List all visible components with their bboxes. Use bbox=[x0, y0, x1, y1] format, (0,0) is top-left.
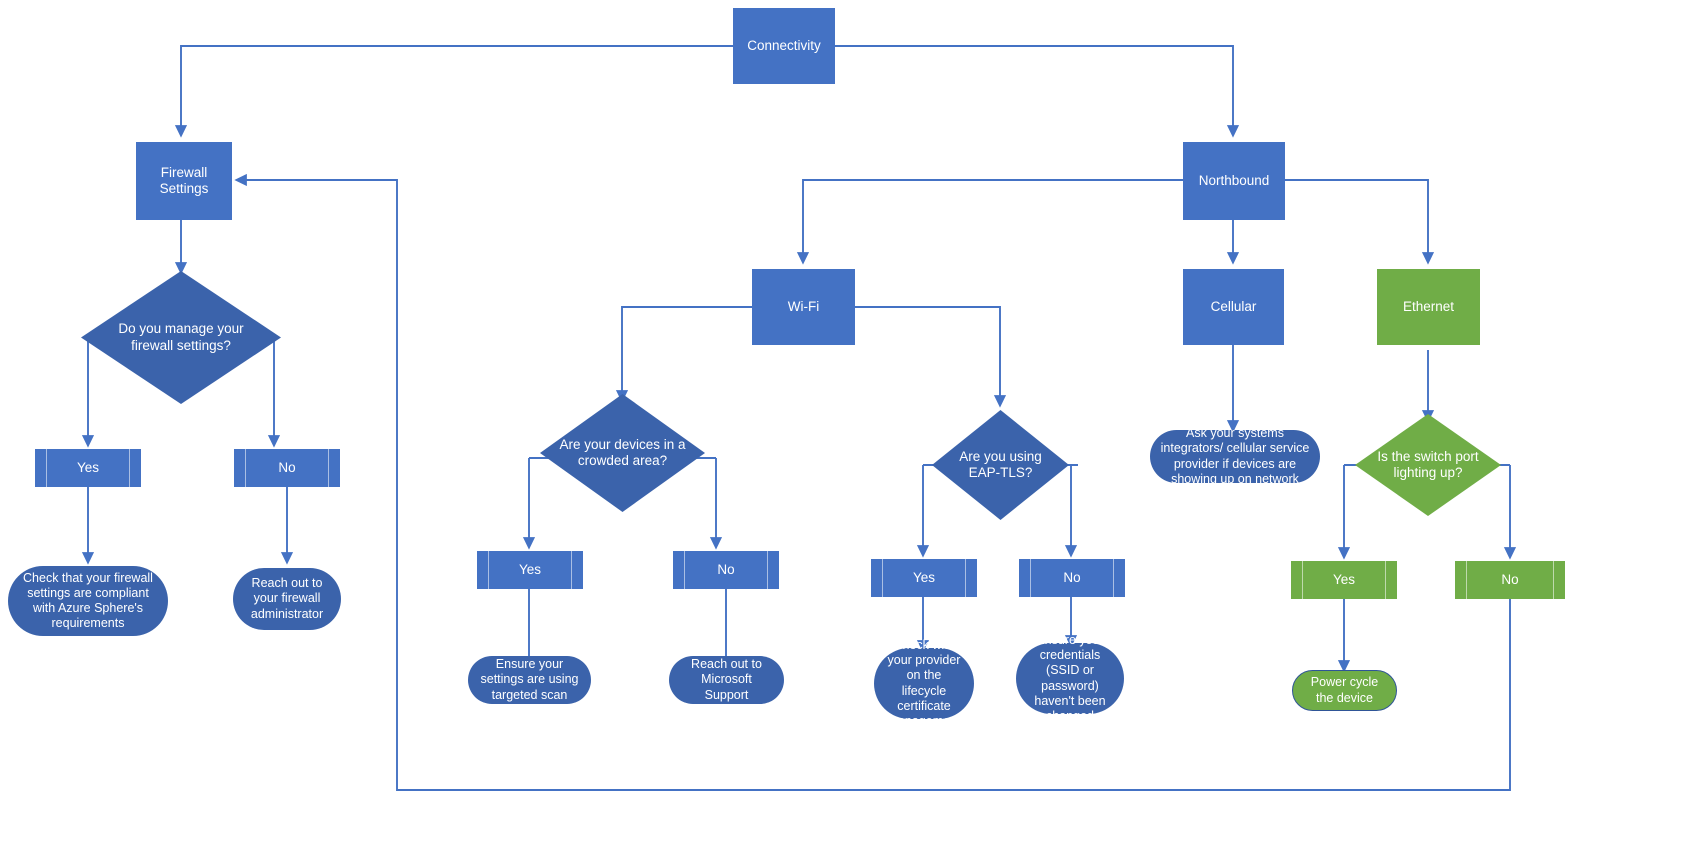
node-cellular[interactable]: Cellular bbox=[1183, 269, 1284, 345]
predef-bar-right-icon bbox=[1385, 561, 1386, 599]
diamond-shape-icon bbox=[932, 410, 1069, 520]
node-question-eaptls[interactable]: Are you using EAP-TLS? bbox=[932, 410, 1069, 520]
node-switchport-yes-label: Yes bbox=[1332, 571, 1356, 587]
node-eaptls-yes[interactable]: Yes bbox=[871, 559, 977, 597]
node-firewall-no[interactable]: No bbox=[234, 449, 340, 487]
node-eaptls-no-label: No bbox=[1063, 569, 1081, 585]
predef-bar-left-icon bbox=[46, 449, 47, 487]
node-firewall-yes[interactable]: Yes bbox=[35, 449, 141, 487]
node-northbound[interactable]: Northbound bbox=[1183, 142, 1285, 220]
node-firewall-no-label: No bbox=[278, 459, 296, 475]
predef-bar-right-icon bbox=[965, 559, 966, 597]
predef-bar-left-icon bbox=[245, 449, 246, 487]
node-ethernet-label: Ethernet bbox=[1402, 298, 1455, 314]
node-result-microsoft-support[interactable]: Reach out to Microsoft Support bbox=[669, 656, 784, 704]
node-question-switchport-label: Is the switch port lighting up? bbox=[1377, 448, 1479, 480]
node-result-credentials[interactable]: Ensure your credentials (SSID or passwor… bbox=[1016, 633, 1124, 723]
node-crowded-no-label: No bbox=[717, 561, 735, 577]
predef-bar-left-icon bbox=[1302, 561, 1303, 599]
node-result-targeted-scan-label: Ensure your settings are using targeted … bbox=[480, 657, 579, 702]
node-ethernet[interactable]: Ethernet bbox=[1377, 269, 1480, 345]
node-question-crowded[interactable]: Are your devices in a crowded area? bbox=[540, 394, 705, 512]
node-result-lifecycle-cert[interactable]: Check with your provider on the lifecycl… bbox=[874, 638, 974, 728]
predef-bar-left-icon bbox=[684, 551, 685, 589]
node-result-lifecycle-cert-label: Check with your provider on the lifecycl… bbox=[887, 637, 961, 728]
node-result-credentials-label: Ensure your credentials (SSID or passwor… bbox=[1034, 632, 1106, 723]
node-result-firewall-admin-label: Reach out to your firewall administrator bbox=[250, 576, 324, 621]
predef-bar-right-icon bbox=[1553, 561, 1554, 599]
node-question-eaptls-label: Are you using EAP-TLS? bbox=[959, 448, 1042, 480]
edge-wifi-crowded bbox=[615, 306, 752, 403]
edge-wifi-eaptls bbox=[855, 306, 1007, 408]
diamond-shape-icon bbox=[81, 271, 281, 404]
node-result-microsoft-support-label: Reach out to Microsoft Support bbox=[691, 657, 762, 702]
predef-bar-left-icon bbox=[488, 551, 489, 589]
node-result-power-cycle-label: Power cycle the device bbox=[1310, 675, 1379, 705]
node-result-targeted-scan[interactable]: Ensure your settings are using targeted … bbox=[468, 656, 591, 704]
node-firewall-yes-label: Yes bbox=[76, 459, 100, 475]
predef-bar-right-icon bbox=[328, 449, 329, 487]
node-firewall-settings[interactable]: Firewall Settings bbox=[136, 142, 232, 220]
node-eaptls-no[interactable]: No bbox=[1019, 559, 1125, 597]
node-question-switchport[interactable]: Is the switch port lighting up? bbox=[1355, 414, 1501, 516]
node-wifi-label: Wi-Fi bbox=[787, 298, 820, 314]
predef-bar-right-icon bbox=[129, 449, 130, 487]
edge-connectivity-firewall bbox=[174, 45, 784, 138]
node-switchport-no[interactable]: No bbox=[1455, 561, 1565, 599]
predef-bar-left-icon bbox=[1030, 559, 1031, 597]
diamond-shape-icon bbox=[1355, 414, 1501, 516]
node-question-firewall[interactable]: Do you manage your firewall settings? bbox=[81, 271, 281, 404]
node-wifi[interactable]: Wi-Fi bbox=[752, 269, 855, 345]
predef-bar-left-icon bbox=[1466, 561, 1467, 599]
node-crowded-yes-label: Yes bbox=[518, 561, 542, 577]
predef-bar-right-icon bbox=[767, 551, 768, 589]
predef-bar-right-icon bbox=[1113, 559, 1114, 597]
node-firewall-settings-label: Firewall Settings bbox=[159, 164, 209, 196]
node-northbound-label: Northbound bbox=[1198, 172, 1270, 188]
node-result-power-cycle[interactable]: Power cycle the device bbox=[1292, 670, 1397, 711]
node-connectivity[interactable]: Connectivity bbox=[733, 8, 835, 84]
node-question-firewall-label: Do you manage your firewall settings? bbox=[118, 321, 244, 353]
edge-connectivity-northbound bbox=[784, 45, 1240, 138]
predef-bar-left-icon bbox=[882, 559, 883, 597]
node-result-cellular-provider[interactable]: Ask your systems integrators/ cellular s… bbox=[1150, 426, 1320, 486]
node-crowded-no[interactable]: No bbox=[673, 551, 779, 589]
node-switchport-yes[interactable]: Yes bbox=[1291, 561, 1397, 599]
edge-northbound-wifi bbox=[796, 179, 1233, 265]
predef-bar-right-icon bbox=[571, 551, 572, 589]
node-result-cellular-provider-label: Ask your systems integrators/ cellular s… bbox=[1160, 426, 1310, 486]
node-cellular-label: Cellular bbox=[1210, 298, 1257, 314]
node-result-firewall-compliant[interactable]: Check that your firewall settings are co… bbox=[8, 566, 168, 636]
edge-northbound-ethernet bbox=[1285, 179, 1435, 265]
node-connectivity-label: Connectivity bbox=[747, 37, 821, 53]
node-eaptls-yes-label: Yes bbox=[912, 569, 936, 585]
node-result-firewall-compliant-label: Check that your firewall settings are co… bbox=[23, 570, 153, 631]
node-question-crowded-label: Are your devices in a crowded area? bbox=[559, 436, 686, 468]
node-result-firewall-admin[interactable]: Reach out to your firewall administrator bbox=[233, 568, 341, 630]
diamond-shape-icon bbox=[540, 394, 705, 512]
node-crowded-yes[interactable]: Yes bbox=[477, 551, 583, 589]
node-switchport-no-label: No bbox=[1501, 571, 1519, 587]
